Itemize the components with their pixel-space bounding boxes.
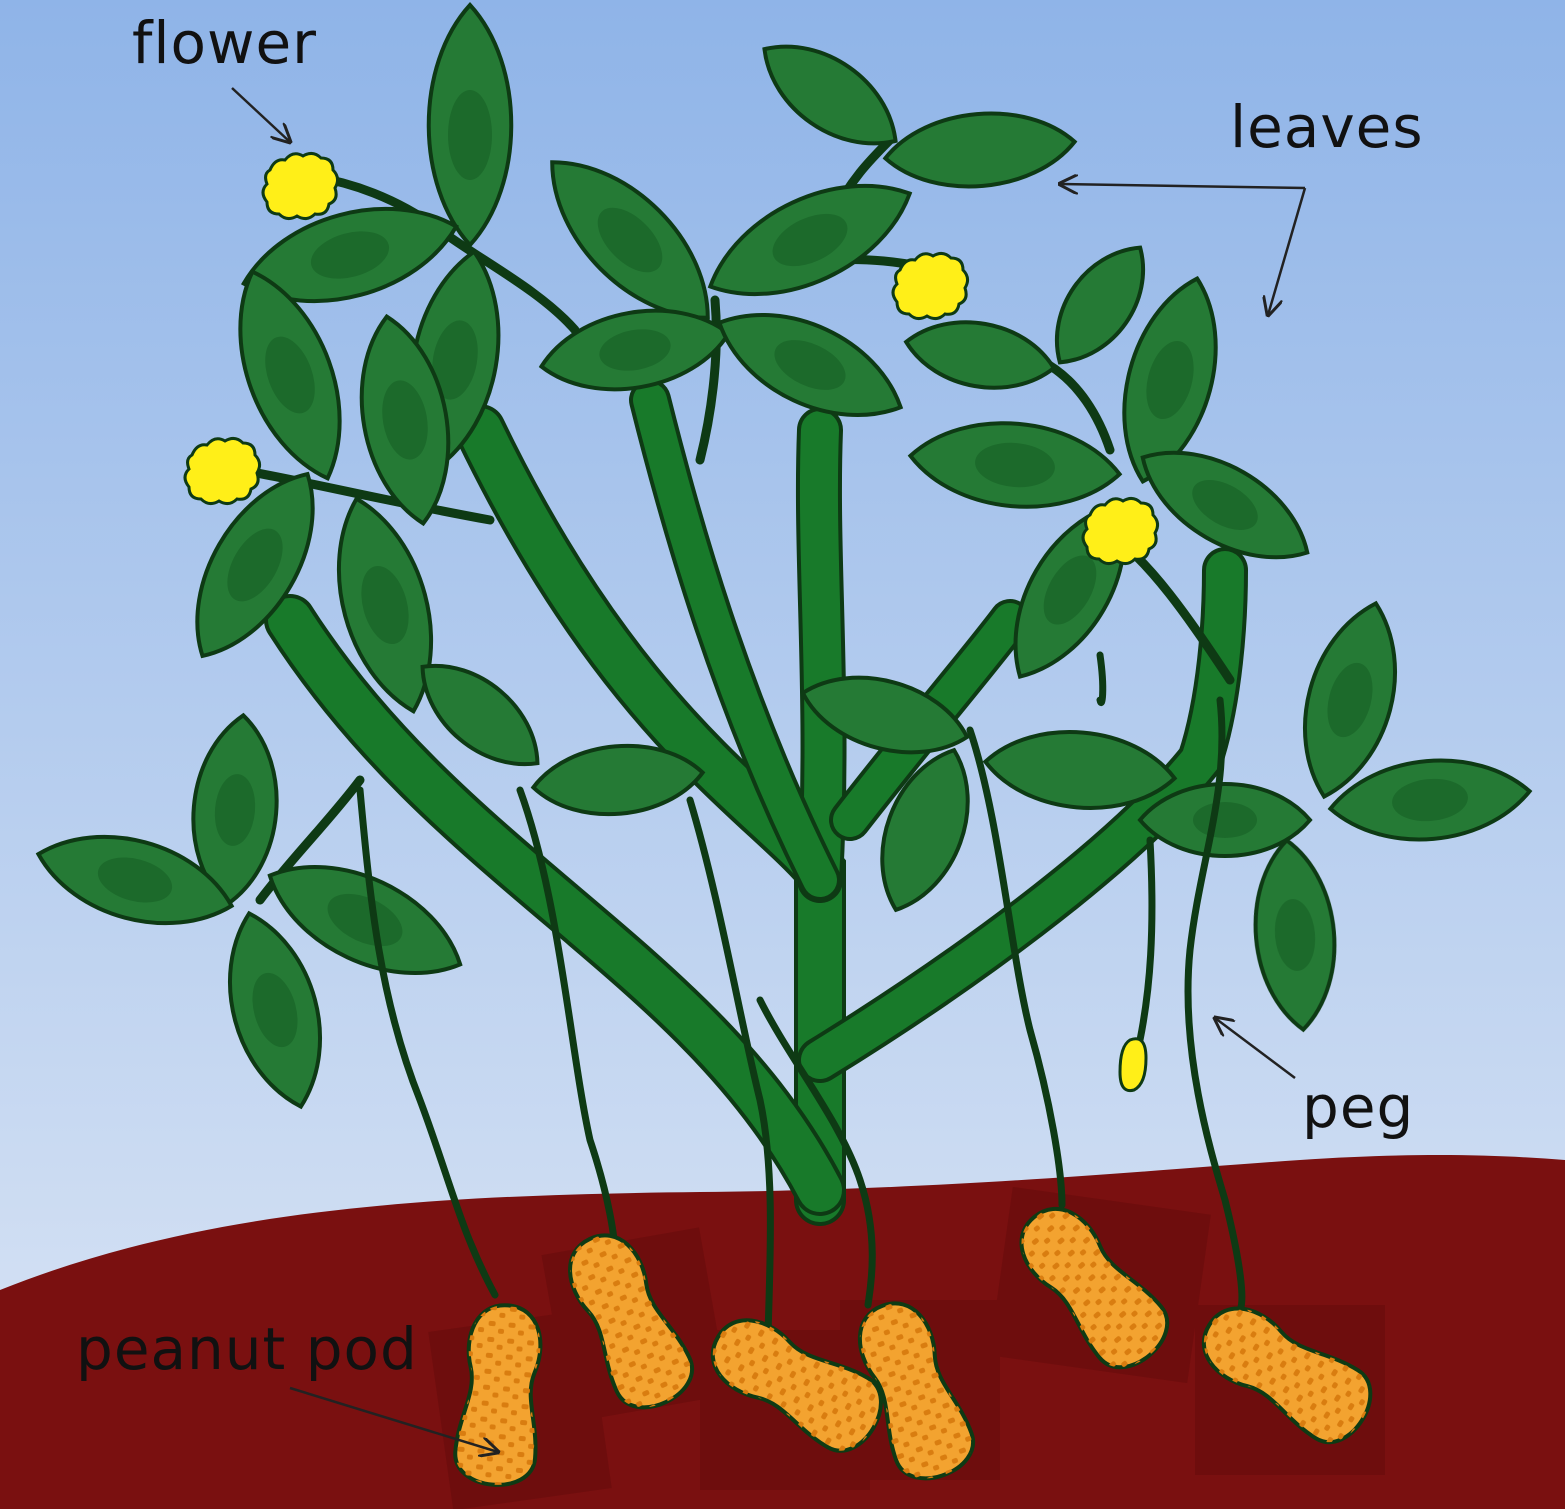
flower-icon [893,253,968,318]
flower-bud-icon [1120,1039,1146,1091]
peanut-pod-label: peanut pod [76,1320,418,1378]
leaves-label: leaves [1230,98,1424,156]
flower-icon [185,438,260,503]
flower-icon [263,153,338,218]
flower-icon [1083,498,1158,563]
peg-label: peg [1302,1078,1414,1136]
flower-label: flower [132,14,317,72]
